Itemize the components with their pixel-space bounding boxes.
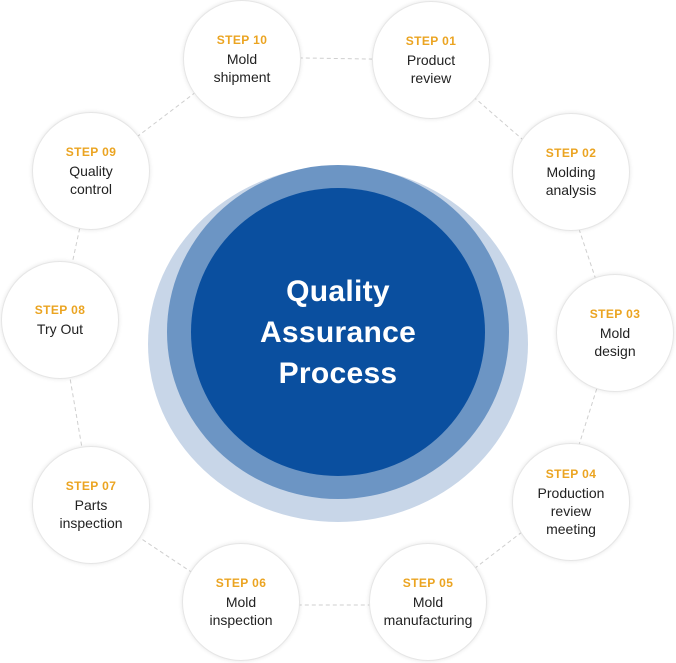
step-name-line: Mold bbox=[599, 324, 631, 341]
step-name-line: manufacturing bbox=[383, 611, 473, 628]
step-name-line: Mold bbox=[225, 593, 257, 610]
step-name-line: Quality bbox=[69, 162, 113, 179]
step-name-line: Product bbox=[406, 51, 456, 68]
hub-core: Quality Assurance Process bbox=[191, 188, 485, 476]
step-10-node: STEP 10 Mold shipment bbox=[183, 0, 301, 118]
step-name-line: Mold bbox=[226, 50, 258, 67]
step-name-line: inspection bbox=[209, 611, 273, 628]
step-name-line: inspection bbox=[59, 514, 123, 531]
hub-title-line: Assurance bbox=[259, 315, 417, 349]
step-name-line: review bbox=[410, 69, 452, 86]
step-02-node: STEP 02 Molding analysis bbox=[512, 113, 630, 231]
step-04-node: STEP 04 Production review meeting bbox=[512, 443, 630, 561]
step-name-line: meeting bbox=[546, 520, 596, 537]
step-number: STEP 03 bbox=[589, 306, 641, 321]
step-07-node: STEP 07 Parts inspection bbox=[32, 446, 150, 564]
step-05-node: STEP 05 Mold manufacturing bbox=[369, 543, 487, 661]
step-name-line: Molding bbox=[546, 163, 596, 180]
step-08-node: STEP 08 Try Out bbox=[1, 261, 119, 379]
step-name-line: Mold bbox=[412, 593, 444, 610]
step-name-line: Production bbox=[537, 484, 605, 501]
step-number: STEP 08 bbox=[34, 302, 86, 317]
step-name-line: design bbox=[594, 342, 636, 359]
step-name-line: Try Out bbox=[36, 320, 84, 337]
step-number: STEP 09 bbox=[65, 144, 117, 159]
step-name-line: shipment bbox=[213, 68, 271, 85]
step-09-node: STEP 09 Quality control bbox=[32, 112, 150, 230]
hub-title-line: Process bbox=[278, 356, 398, 390]
hub-title-line: Quality bbox=[286, 274, 390, 308]
step-number: STEP 07 bbox=[65, 478, 117, 493]
step-name-line: control bbox=[69, 180, 113, 197]
step-01-node: STEP 01 Product review bbox=[372, 1, 490, 119]
step-number: STEP 10 bbox=[216, 32, 268, 47]
step-number: STEP 05 bbox=[402, 575, 454, 590]
step-number: STEP 04 bbox=[545, 466, 597, 481]
step-number: STEP 01 bbox=[405, 33, 457, 48]
step-03-node: STEP 03 Mold design bbox=[556, 274, 674, 392]
step-name-line: analysis bbox=[545, 181, 597, 198]
step-number: STEP 06 bbox=[215, 575, 267, 590]
step-name-line: Parts bbox=[74, 496, 108, 513]
step-06-node: STEP 06 Mold inspection bbox=[182, 543, 300, 661]
step-name-line: review bbox=[550, 502, 592, 519]
step-number: STEP 02 bbox=[545, 145, 597, 160]
